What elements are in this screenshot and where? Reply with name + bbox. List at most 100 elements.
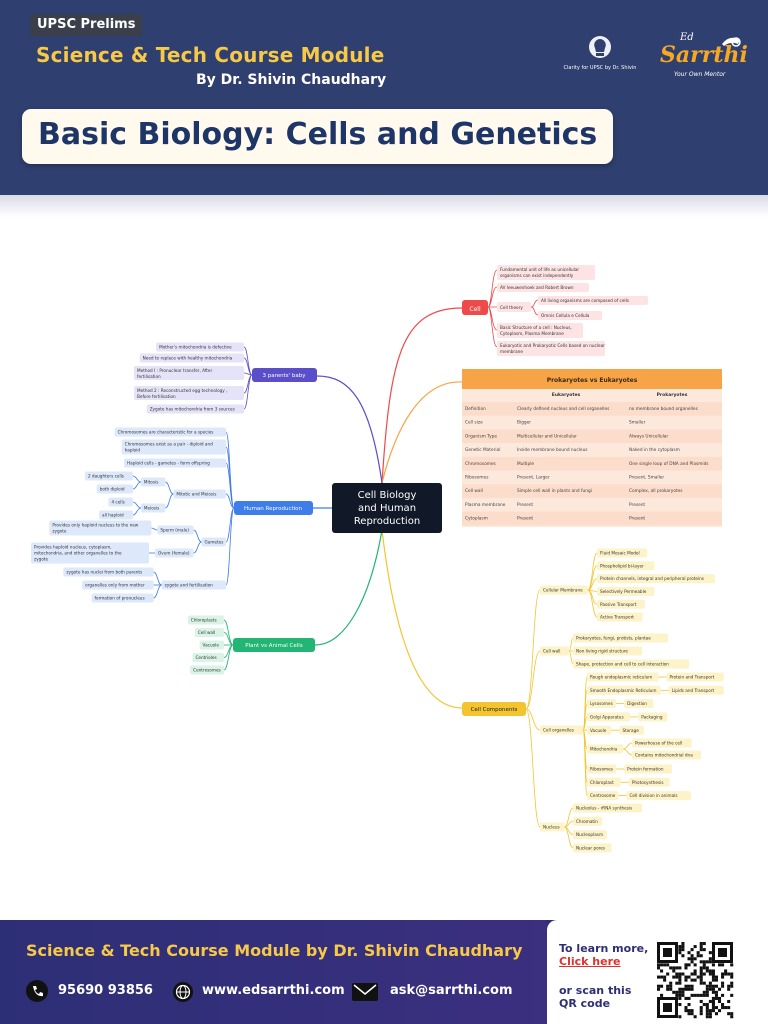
edsarrthi-logo-icon: Ed Sarrthi Your Own Mentor [660,32,748,78]
connector-line [623,742,633,750]
mail-icon [352,983,378,1001]
table-row-bg [462,456,722,471]
qr-module [727,999,731,1003]
qr-module [687,975,691,979]
parents-item: fertilisation [137,374,161,379]
qr-module [714,996,718,1000]
zygote-item: formation of pronucleus [95,596,145,601]
nucleus-item: Chromatin [576,819,598,824]
membrane-item: Protein channels, integral and periphera… [600,576,704,581]
website-link[interactable]: www.edsarrthi.com [202,983,345,998]
click-here-link[interactable]: Click here [559,955,621,968]
qr-module [678,966,682,970]
qr-module [699,942,703,946]
connector-line [243,372,253,376]
qr-module [678,978,682,982]
qr-module [657,966,661,970]
connector-line [153,584,162,599]
membrane-item: Selectively Permeable [600,589,647,594]
organelle-detail: Storage [622,728,639,733]
qr-module [721,993,725,997]
qr-module [727,984,731,988]
qr-module [708,972,712,976]
components-label: Cell Components [471,707,518,713]
membrane-item-box [597,574,715,584]
qr-module [708,969,712,973]
organelle-item-box [587,725,612,735]
module-author: By Dr. Shivin Chaudhary [196,72,387,88]
connector-line [132,475,141,483]
qr-code-icon[interactable] [653,938,737,1022]
qr-module [693,969,697,973]
qr-module [727,1006,731,1010]
module-title: Science & Tech Course Module [36,43,385,67]
organelle-item: Chloroplast [590,780,614,785]
qr-module [687,1012,691,1016]
connector-line [525,708,541,731]
organelle-detail: Packaging [641,715,663,720]
wall-item-box [573,659,690,669]
organelle-detail-box [626,791,691,801]
cell-item-5: Eukaryotic and Prokaryotic Cells based o… [500,343,605,348]
ovum-item-box [31,542,149,564]
plant-item-box [192,653,224,662]
parents-item-box [139,353,244,363]
connector-line [525,650,541,710]
qr-module [669,966,673,970]
qr-module [678,945,682,949]
phone-number[interactable]: 95690 93856 [58,983,153,998]
qr-module [678,1015,682,1019]
qr-module [705,1003,709,1007]
table-cell: Naked in the cytoplasm [629,447,680,453]
qr-module [681,945,685,949]
wall-item-box [573,633,668,643]
organelle-item: Rough endoplasmic reticulum [590,675,652,680]
organelle-item: Golgi Apparatus [590,715,624,720]
organelle-detail: Digestion [627,701,647,706]
nucleus-item-box [573,843,612,853]
mitosis-item: 2 daughters cells [88,474,124,479]
table-cell: Inside membrane bound nucleus [517,447,588,453]
qr-module [708,999,712,1003]
qr-module [718,1009,722,1013]
components-membrane-label-box [540,585,588,595]
qr-module [730,981,734,985]
qr-module [693,972,697,976]
qr-module [693,978,697,982]
cell-node [462,300,488,315]
organelle-item-box [587,791,619,801]
qr-finder-core [663,1003,672,1012]
qr-module [705,990,709,994]
qr-module [684,996,688,1000]
parents-item: Mother's mitochondria is defective [159,345,232,350]
qr-module [714,1012,718,1016]
membrane-item-box [597,548,648,558]
connector-line [193,529,202,543]
qr-module [690,954,694,958]
organelle-detail: Protein and Transport [669,675,714,680]
membrane-item-box [597,612,643,622]
connector-line [193,541,202,554]
qr-module [678,996,682,1000]
clarity-logo-icon: Clarity for UPSC by Dr. Shivin [564,36,636,71]
cell-item-4b: Cytoplasm, Plasma Membrane [500,331,564,336]
qr-module [708,951,712,955]
qr-module [699,948,703,952]
zygote-item: organelles only from mother [85,583,145,588]
table-cell: Cell wall [465,488,483,494]
qr-module [669,984,673,988]
cell-branch: Cell Fundamental unit of life as unicell… [462,265,648,356]
qr-module [711,987,715,991]
email-link[interactable]: ask@sarrthi.com [390,983,513,998]
membrane-item: Passive Transport [600,602,637,607]
qr-module [705,984,709,988]
qr-module [699,969,703,973]
qr-module [711,999,715,1003]
root-label-3: Reproduction [354,516,420,527]
connector-line [151,527,158,531]
qr-module [690,948,694,952]
connector-line [225,462,235,509]
parents-item-box [156,342,244,352]
